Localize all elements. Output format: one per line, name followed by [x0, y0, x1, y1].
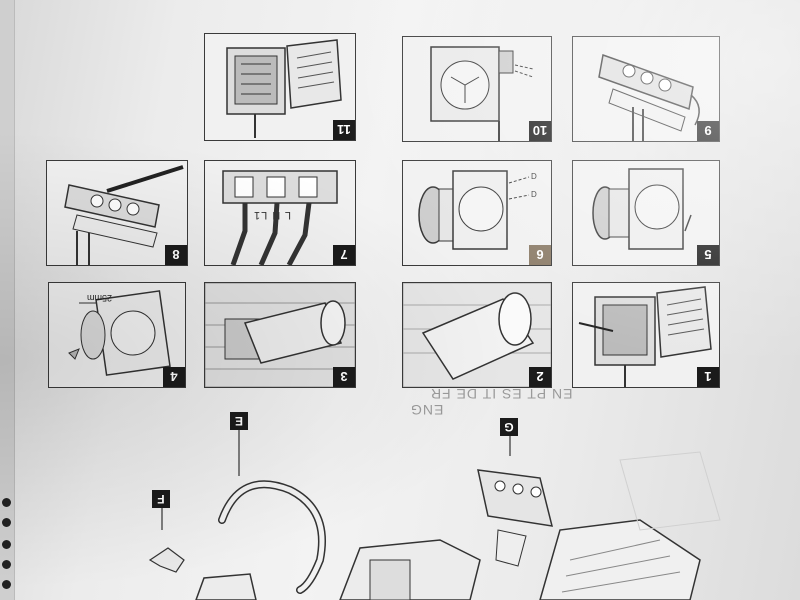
parts-diagram — [150, 451, 721, 600]
